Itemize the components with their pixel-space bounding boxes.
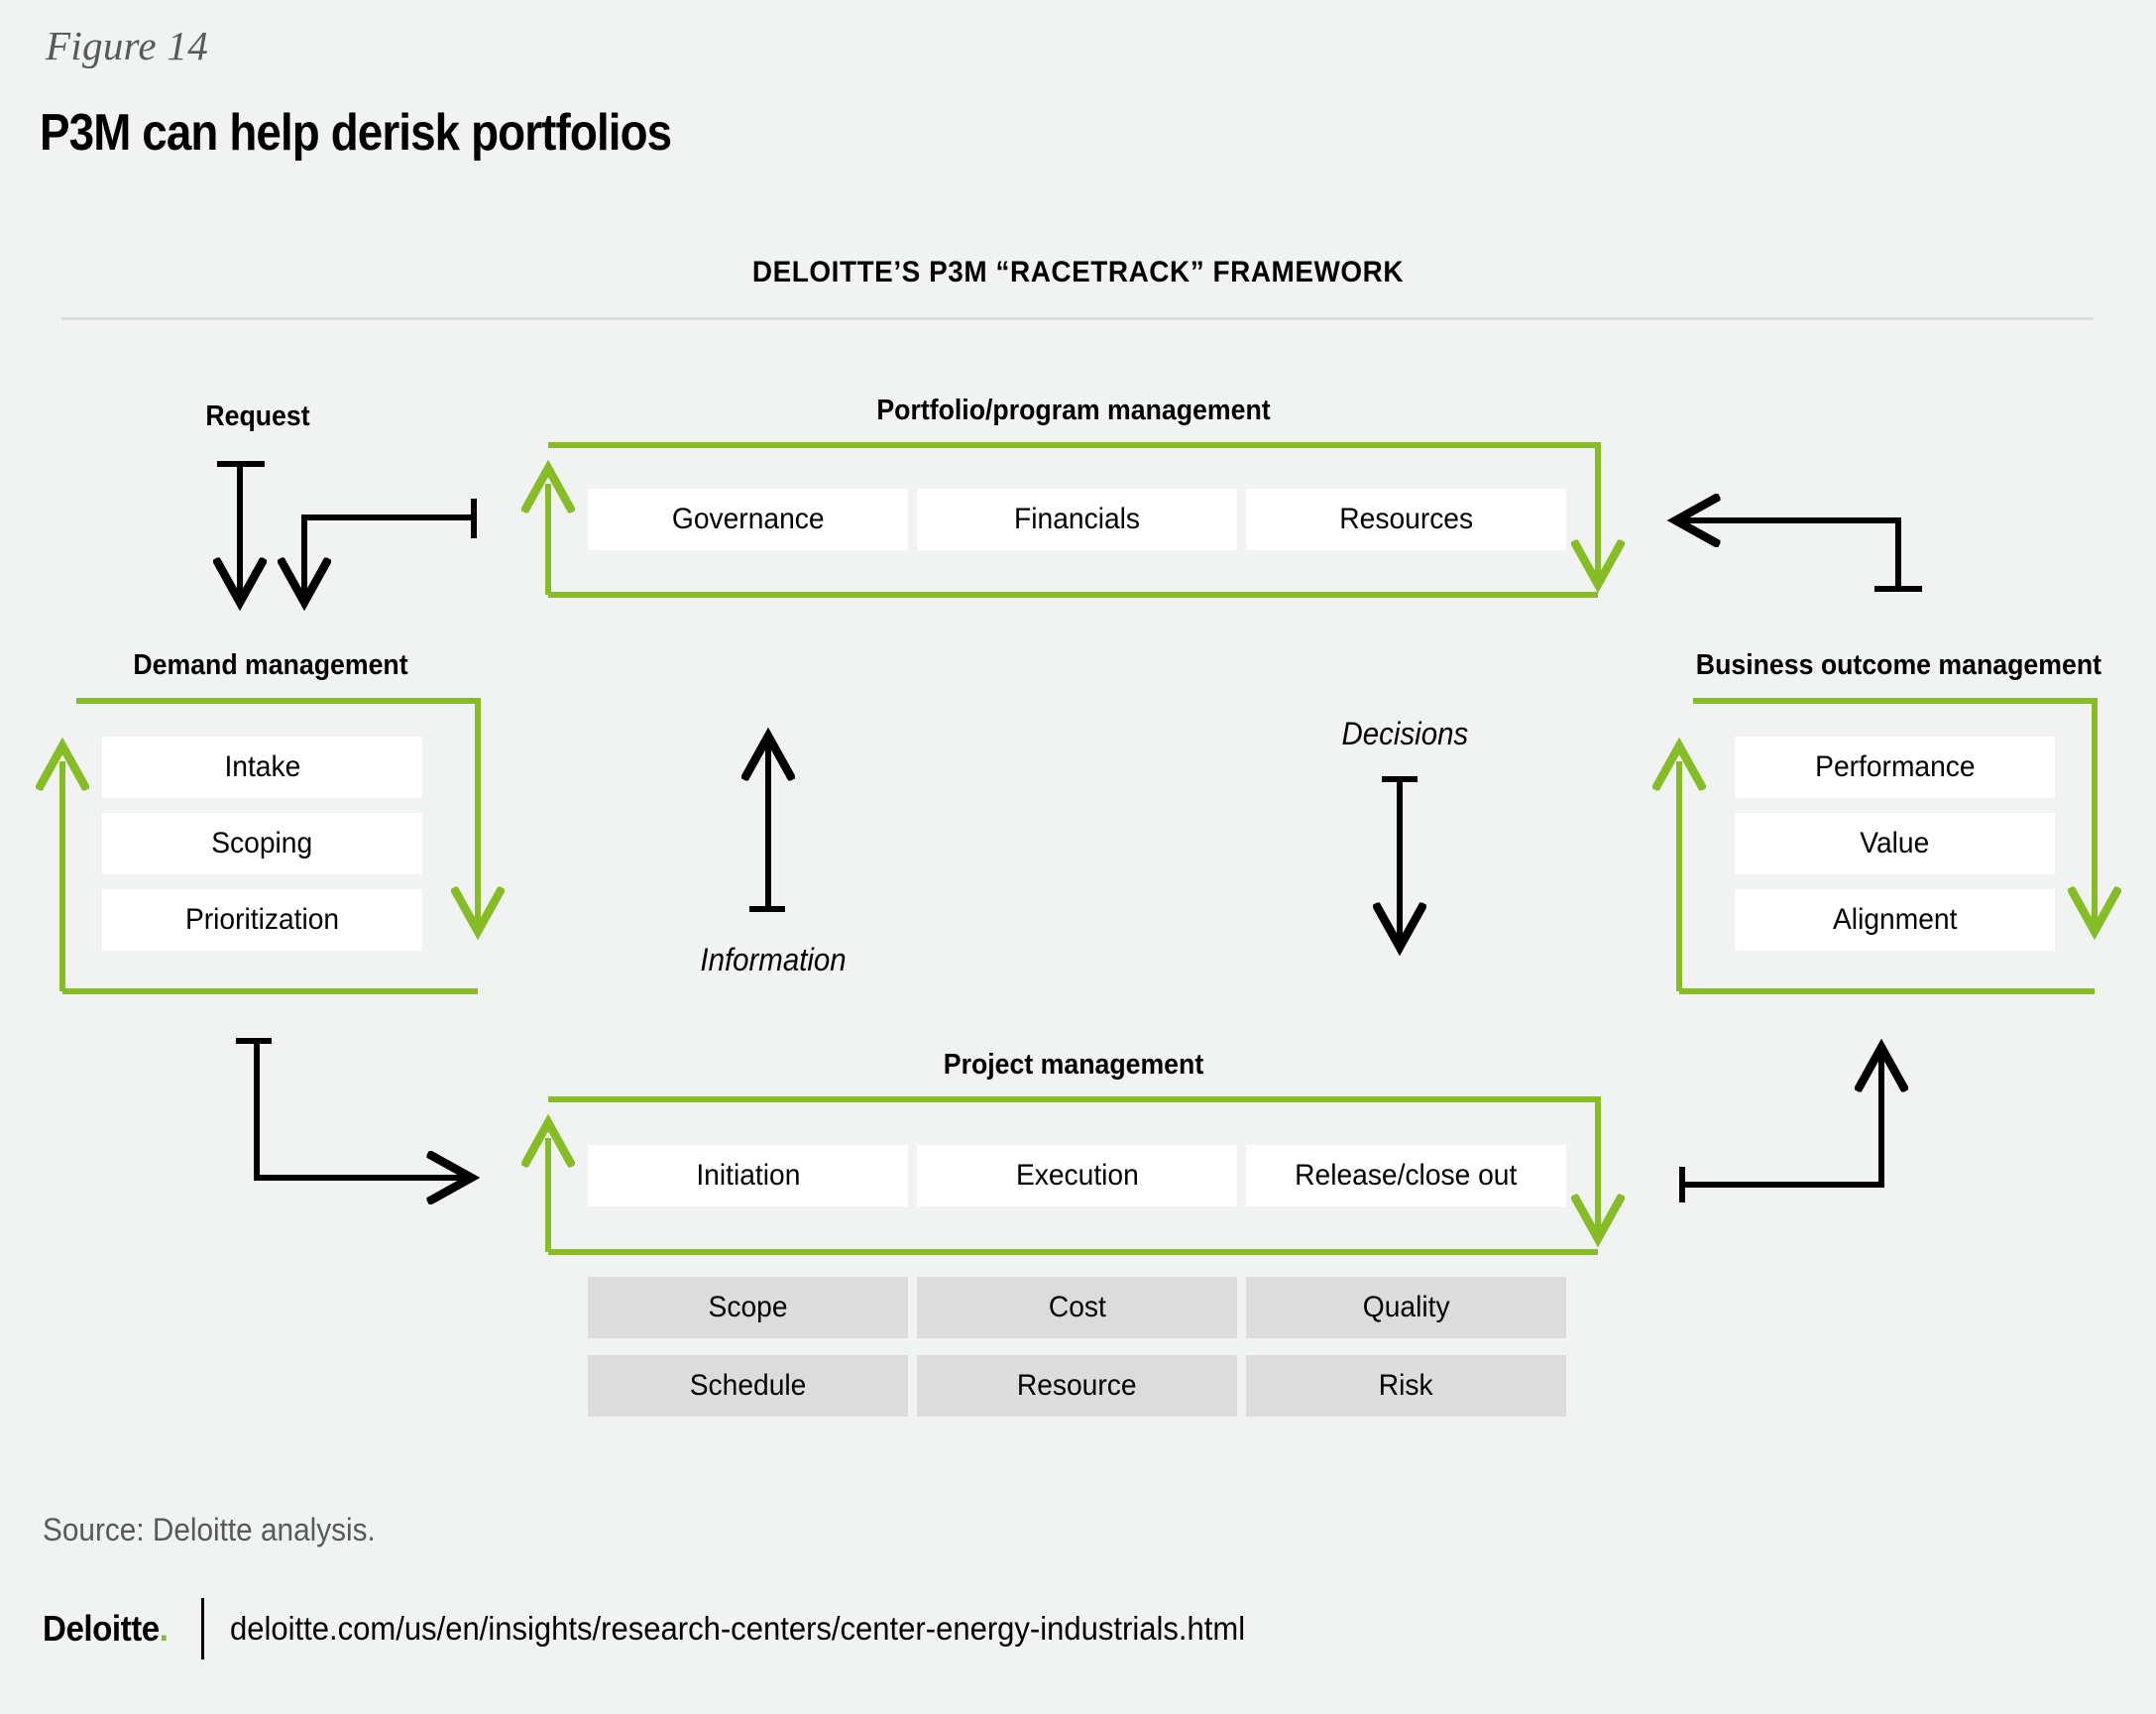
cell-label: Value	[1860, 827, 1930, 859]
information-label: Information	[700, 942, 847, 977]
attribute-cell-quality[interactable]: Quality	[1246, 1277, 1566, 1338]
demand-block-title: Demand management	[133, 649, 408, 681]
cell-label: Alignment	[1832, 903, 1958, 936]
cell-label: Schedule	[689, 1369, 807, 1402]
portfolio-cell-resources[interactable]: Resources	[1246, 489, 1566, 550]
cell-label: Prioritization	[184, 903, 340, 936]
footer-url[interactable]: deloitte.com/us/en/insights/research-cen…	[229, 1610, 1245, 1647]
deloitte-green-dot: .	[159, 1608, 169, 1649]
portfolio-cell-financials[interactable]: Financials	[917, 489, 1237, 550]
cell-label: Performance	[1814, 750, 1976, 783]
source-note: Source: Deloitte analysis.	[43, 1512, 376, 1547]
cell-label: Initiation	[695, 1159, 801, 1192]
attribute-cell-risk[interactable]: Risk	[1246, 1355, 1566, 1417]
portfolio-cell-governance[interactable]: Governance	[588, 489, 908, 550]
project-cell-release-close-out[interactable]: Release/close out	[1246, 1145, 1566, 1206]
project-cell-initiation[interactable]: Initiation	[588, 1145, 908, 1206]
demand-cell-prioritization[interactable]: Prioritization	[102, 889, 422, 951]
deloitte-wordmark: Deloitte	[43, 1608, 160, 1649]
cell-label: Scoping	[211, 827, 313, 859]
outcome-cell-performance[interactable]: Performance	[1735, 737, 2055, 798]
footer-bar: Deloitte. deloitte.com/us/en/insights/re…	[43, 1598, 1309, 1659]
attribute-cell-schedule[interactable]: Schedule	[588, 1355, 908, 1417]
project-cell-execution[interactable]: Execution	[917, 1145, 1237, 1206]
deloitte-logo: Deloitte.	[43, 1608, 169, 1650]
request-label: Request	[205, 400, 310, 432]
attribute-cell-scope[interactable]: Scope	[588, 1277, 908, 1338]
cell-label: Cost	[1048, 1291, 1106, 1323]
cell-label: Execution	[1015, 1159, 1139, 1192]
cell-label: Release/close out	[1295, 1159, 1518, 1192]
arrow-information-up	[749, 740, 785, 912]
demand-cell-scoping[interactable]: Scoping	[102, 813, 422, 874]
arrow-request-elbow	[304, 499, 477, 599]
business-outcome-block-title: Business outcome management	[1695, 649, 2102, 681]
arrow-outcome-to-portfolio	[1679, 520, 1922, 592]
cell-label: Scope	[708, 1291, 788, 1323]
figure-label: Figure 14	[46, 23, 209, 68]
header-divider	[61, 317, 2094, 320]
demand-cell-intake[interactable]: Intake	[102, 737, 422, 798]
arrow-project-to-outcome	[1679, 1051, 1881, 1202]
cell-label: Risk	[1379, 1369, 1433, 1402]
decisions-label: Decisions	[1341, 716, 1469, 751]
cell-label: Resource	[1017, 1369, 1137, 1402]
outcome-cell-value[interactable]: Value	[1735, 813, 2055, 874]
cell-label: Financials	[1014, 503, 1140, 535]
arrow-decisions-down	[1382, 776, 1418, 944]
cell-label: Governance	[671, 503, 825, 535]
attribute-cell-resource[interactable]: Resource	[917, 1355, 1237, 1417]
cell-label: Quality	[1362, 1291, 1450, 1323]
footer-divider	[200, 1598, 204, 1659]
page-title: P3M can help derisk portfolios	[40, 104, 672, 162]
arrow-demand-to-project	[236, 1038, 468, 1178]
attribute-cell-cost[interactable]: Cost	[917, 1277, 1237, 1338]
arrow-request-down	[217, 461, 265, 599]
cell-label: Resources	[1339, 503, 1473, 535]
framework-title: DELOITTE’S P3M “RACETRACK” FRAMEWORK	[751, 256, 1405, 288]
portfolio-block-title: Portfolio/program management	[876, 395, 1271, 426]
outcome-cell-alignment[interactable]: Alignment	[1735, 889, 2055, 951]
cell-label: Intake	[224, 750, 300, 783]
project-block-title: Project management	[943, 1049, 1204, 1081]
